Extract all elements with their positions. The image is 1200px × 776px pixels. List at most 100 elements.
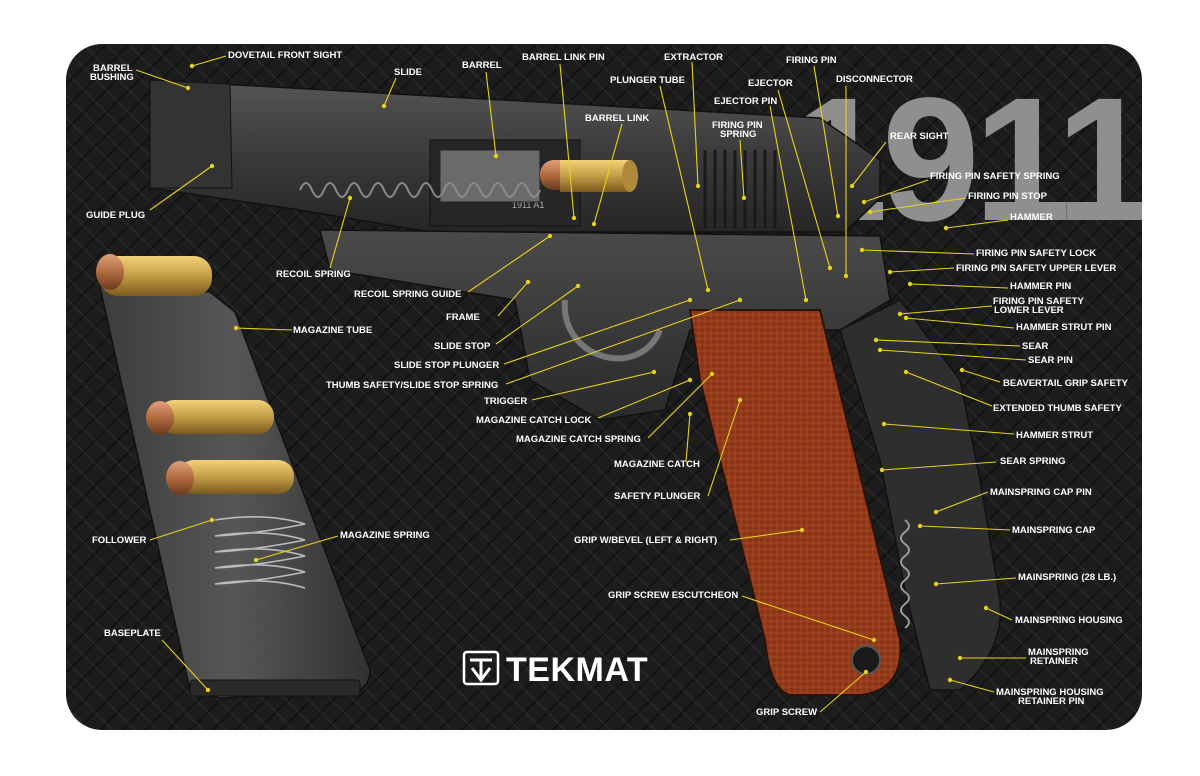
leader-plunger-tube bbox=[659, 85, 709, 291]
leader-dot-magazine-catch-spring bbox=[709, 371, 715, 377]
leader-dot-fps-lower-lever bbox=[897, 311, 903, 317]
leader-barrel-link-pin bbox=[559, 63, 575, 219]
leader-grip-screw bbox=[819, 671, 867, 713]
brand-logo: TEKMAT bbox=[462, 650, 648, 689]
leader-dot-extractor bbox=[695, 183, 701, 189]
leader-dot-sear-spring bbox=[879, 467, 885, 473]
leader-dot-grip-screw-escutcheon bbox=[871, 637, 877, 643]
leader-dot-rear-sight bbox=[849, 183, 855, 189]
leader-magazine-catch bbox=[685, 413, 691, 463]
leader-dot-mainspring-retainer bbox=[957, 655, 963, 661]
leader-dot-hammer-strut bbox=[881, 421, 887, 427]
leader-dot-extended-thumb-safety bbox=[903, 369, 909, 375]
leader-magazine-catch-spring bbox=[647, 373, 713, 439]
leader-hammer bbox=[945, 219, 1009, 229]
label-sear: SEAR bbox=[1022, 341, 1049, 352]
label-barrel-link: BARREL LINK bbox=[585, 113, 649, 124]
label-follower: FOLLOWER bbox=[92, 535, 146, 546]
label-grip-screw: GRIP SCREW bbox=[756, 707, 817, 718]
label-safety-plunger: SAFETY PLUNGER bbox=[614, 491, 701, 502]
label-ejector-pin: EJECTOR PIN bbox=[714, 96, 777, 107]
leader-hammer-pin bbox=[909, 283, 1009, 289]
label-disconnector: DISCONNECTOR bbox=[836, 74, 913, 85]
leader-dot-slide-stop-plunger bbox=[687, 297, 693, 303]
leader-baseplate bbox=[161, 639, 209, 691]
label-extended-thumb-safety: EXTENDED THUMB SAFETY bbox=[993, 403, 1122, 414]
label-slide-stop-plunger: SLIDE STOP PLUNGER bbox=[394, 360, 499, 371]
leader-magazine-catch-lock bbox=[597, 379, 691, 419]
label-firing-pin-stop: FIRING PIN STOP bbox=[968, 191, 1048, 202]
leader-dot-hammer-strut-pin bbox=[903, 315, 909, 321]
leader-dot-grip-screw bbox=[863, 669, 869, 675]
leader-fps-spring bbox=[863, 179, 929, 203]
label-barrel: BARREL bbox=[462, 60, 502, 71]
label-firing-pin-safety-lock: FIRING PIN SAFETY LOCK bbox=[976, 248, 1096, 259]
label-barrel-bushing-line2: BUSHING bbox=[90, 72, 134, 83]
leader-dot-mainspring-housing bbox=[983, 605, 989, 611]
leader-dot-disconnector bbox=[843, 273, 849, 279]
label-guide-plug: GUIDE PLUG bbox=[86, 210, 145, 221]
leader-rear-sight bbox=[851, 141, 887, 187]
recoil-spring-graphic bbox=[299, 182, 541, 198]
leader-dot-frame bbox=[525, 279, 531, 285]
label-firing-pin-spring-line2: SPRING bbox=[720, 129, 756, 140]
label-grip-screw-escutcheon: GRIP SCREW ESCUTCHEON bbox=[608, 590, 738, 601]
leader-dot-firing-pin-stop bbox=[867, 209, 873, 215]
leader-slide bbox=[383, 77, 397, 107]
leader-dot-barrel-bushing bbox=[185, 85, 191, 91]
label-magazine-catch-spring: MAGAZINE CATCH SPRING bbox=[516, 434, 641, 445]
part-labels: DOVETAIL FRONT SIGHT BARREL BUSHING SLID… bbox=[86, 50, 1129, 718]
label-sear-spring: SEAR SPRING bbox=[1000, 456, 1065, 467]
leader-trigger bbox=[531, 371, 655, 401]
leader-dot-sear bbox=[873, 337, 879, 343]
label-firing-pin-safety-upper-lever: FIRING PIN SAFETY UPPER LEVER bbox=[956, 263, 1116, 274]
leader-dot-magazine-spring bbox=[253, 557, 259, 563]
label-thumb-safety-slide-stop-spring: THUMB SAFETY/SLIDE STOP SPRING bbox=[326, 380, 498, 391]
leader-dot-barrel-link bbox=[591, 221, 597, 227]
slide-engraving: 1911 A1 bbox=[512, 200, 544, 210]
leader-dot-fps-upper-lever bbox=[887, 269, 893, 275]
label-trigger: TRIGGER bbox=[484, 396, 527, 407]
leader-mainspring bbox=[935, 577, 1017, 585]
leader-dot-beavertail bbox=[959, 367, 965, 373]
label-hammer: HAMMER bbox=[1010, 212, 1053, 223]
leader-follower bbox=[149, 519, 213, 541]
leader-dot-magazine-catch bbox=[687, 411, 693, 417]
label-barrel-link-pin: BARREL LINK PIN bbox=[522, 52, 605, 63]
label-magazine-spring: MAGAZINE SPRING bbox=[340, 530, 430, 541]
leader-dot-follower bbox=[209, 517, 215, 523]
label-mh-retainer-pin-line1: MAINSPRING HOUSING bbox=[996, 687, 1104, 698]
grip-panel-graphic bbox=[688, 309, 902, 696]
mainspring-housing-graphic bbox=[839, 299, 1002, 691]
label-mainspring-cap: MAINSPRING CAP bbox=[1012, 525, 1096, 536]
leader-dot-fps-lock bbox=[859, 247, 865, 253]
leader-safety-plunger bbox=[707, 399, 741, 497]
leader-mainspring-cap bbox=[919, 525, 1011, 531]
label-slide: SLIDE bbox=[394, 67, 422, 78]
label-mainspring-cap-pin: MAINSPRING CAP PIN bbox=[990, 487, 1092, 498]
leader-grip-screw-escutcheon bbox=[741, 595, 875, 641]
leader-dot-slide bbox=[381, 103, 387, 109]
label-hammer-pin: HAMMER PIN bbox=[1010, 281, 1071, 292]
label-slide-stop: SLIDE STOP bbox=[434, 341, 491, 352]
leader-extended-thumb-safety bbox=[905, 371, 993, 407]
leader-dot-firing-pin-spring bbox=[741, 195, 747, 201]
label-firing-pin-spring-line1: FIRING PIN bbox=[712, 120, 763, 131]
label-mainspring-retainer-line1: MAINSPRING bbox=[1028, 647, 1089, 658]
leader-dot-magazine-catch-lock bbox=[687, 377, 693, 383]
leader-sear-pin bbox=[879, 349, 1027, 361]
leader-mh-retainer-pin bbox=[949, 679, 995, 693]
label-barrel-bushing-line1: BARREL bbox=[93, 63, 133, 74]
leader-dot-safety-plunger bbox=[737, 397, 743, 403]
leader-fps-lock bbox=[861, 249, 975, 255]
label-frame: FRAME bbox=[446, 312, 480, 323]
label-mainspring-housing: MAINSPRING HOUSING bbox=[1015, 615, 1123, 626]
leader-dot-mainspring-cap-pin bbox=[933, 509, 939, 515]
leader-dot-hammer-pin bbox=[907, 281, 913, 287]
leader-thumb-safety-spring bbox=[505, 299, 741, 385]
leader-dot-trigger bbox=[651, 369, 657, 375]
label-baseplate: BASEPLATE bbox=[104, 628, 161, 639]
leader-barrel bbox=[485, 71, 497, 157]
label-mainspring-retainer-line2: RETAINER bbox=[1030, 656, 1078, 667]
label-plunger-tube: PLUNGER TUBE bbox=[610, 75, 685, 86]
